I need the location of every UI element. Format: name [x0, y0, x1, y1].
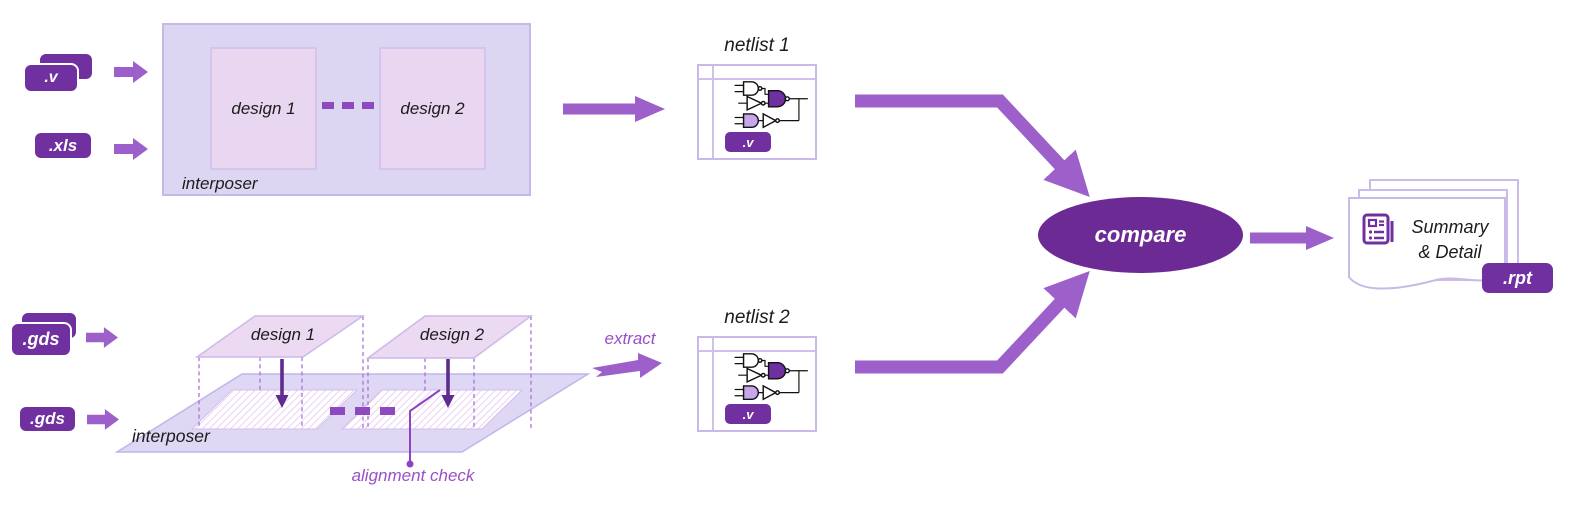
design-link-dashes-icon	[322, 102, 374, 109]
file-badge-gds1: .gds	[10, 322, 72, 357]
file-badge-gds2: .gds	[18, 405, 77, 433]
alignment-pointer-icon	[406, 389, 441, 468]
report-text: Summary & Detail	[1398, 215, 1502, 265]
arrow-right-icon	[114, 61, 148, 83]
interposer-box: design 1 design 2 interposer	[162, 23, 531, 196]
hatch-region-1	[190, 389, 359, 430]
arrow-right-icon	[86, 327, 118, 348]
design1-label: design 1	[231, 98, 296, 118]
interposer-3d-scene: design 1 design 2 interposer	[114, 315, 591, 468]
elbow-arrow-down-icon	[855, 94, 1090, 197]
alignment-check-label: alignment check	[351, 466, 475, 485]
file-badge-v: .v	[23, 63, 79, 93]
logic-gates-icon	[734, 81, 808, 129]
down-arrow-icon	[275, 359, 289, 408]
netlist2: netlist 2	[697, 307, 817, 432]
netlist2-title: netlist 2	[724, 307, 790, 328]
design1-plane	[194, 315, 366, 358]
netlist2-v-badge: .v	[725, 404, 771, 424]
arrow-right-icon	[87, 409, 119, 430]
design2-label: design 2	[400, 98, 465, 118]
report-icon	[1362, 213, 1394, 245]
netlist1: netlist 1	[697, 35, 817, 160]
compare-node: compare	[1038, 197, 1243, 273]
arrow-right-icon	[563, 96, 665, 122]
interposer-label: interposer	[132, 426, 211, 446]
rpt-badge: .rpt	[1482, 263, 1553, 293]
netlist1-v-badge: .v	[725, 132, 771, 152]
design2-box: design 2	[379, 47, 486, 170]
compare-label: compare	[1094, 222, 1187, 247]
netlist1-title: netlist 1	[724, 35, 790, 56]
interposer-label: interposer	[182, 174, 258, 193]
extract-arrow-icon	[592, 353, 662, 378]
design1-box: design 1	[210, 47, 317, 170]
report-stack: Summary & Detail .rpt	[1340, 170, 1570, 305]
design1-label: design 1	[251, 325, 315, 344]
file-badge-v-stack: .v	[23, 52, 96, 95]
file-badge-xls: .xls	[33, 131, 93, 160]
down-arrow-icon	[441, 359, 455, 408]
netlist-frame: .v	[697, 64, 817, 160]
logic-gates-icon	[734, 353, 808, 401]
design2-plane	[365, 315, 534, 359]
hatch-region-2	[340, 389, 524, 430]
design2-label: design 2	[420, 325, 485, 344]
report-line1: Summary	[1411, 217, 1489, 237]
file-badge-gds-stack: .gds	[10, 311, 90, 357]
arrow-right-icon	[114, 138, 148, 160]
elbow-arrow-up-icon	[855, 271, 1090, 374]
arrow-right-icon	[1250, 226, 1334, 250]
extract-label: extract	[604, 329, 656, 348]
netlist-frame: .v	[697, 336, 817, 432]
report-line2: & Detail	[1418, 242, 1482, 262]
